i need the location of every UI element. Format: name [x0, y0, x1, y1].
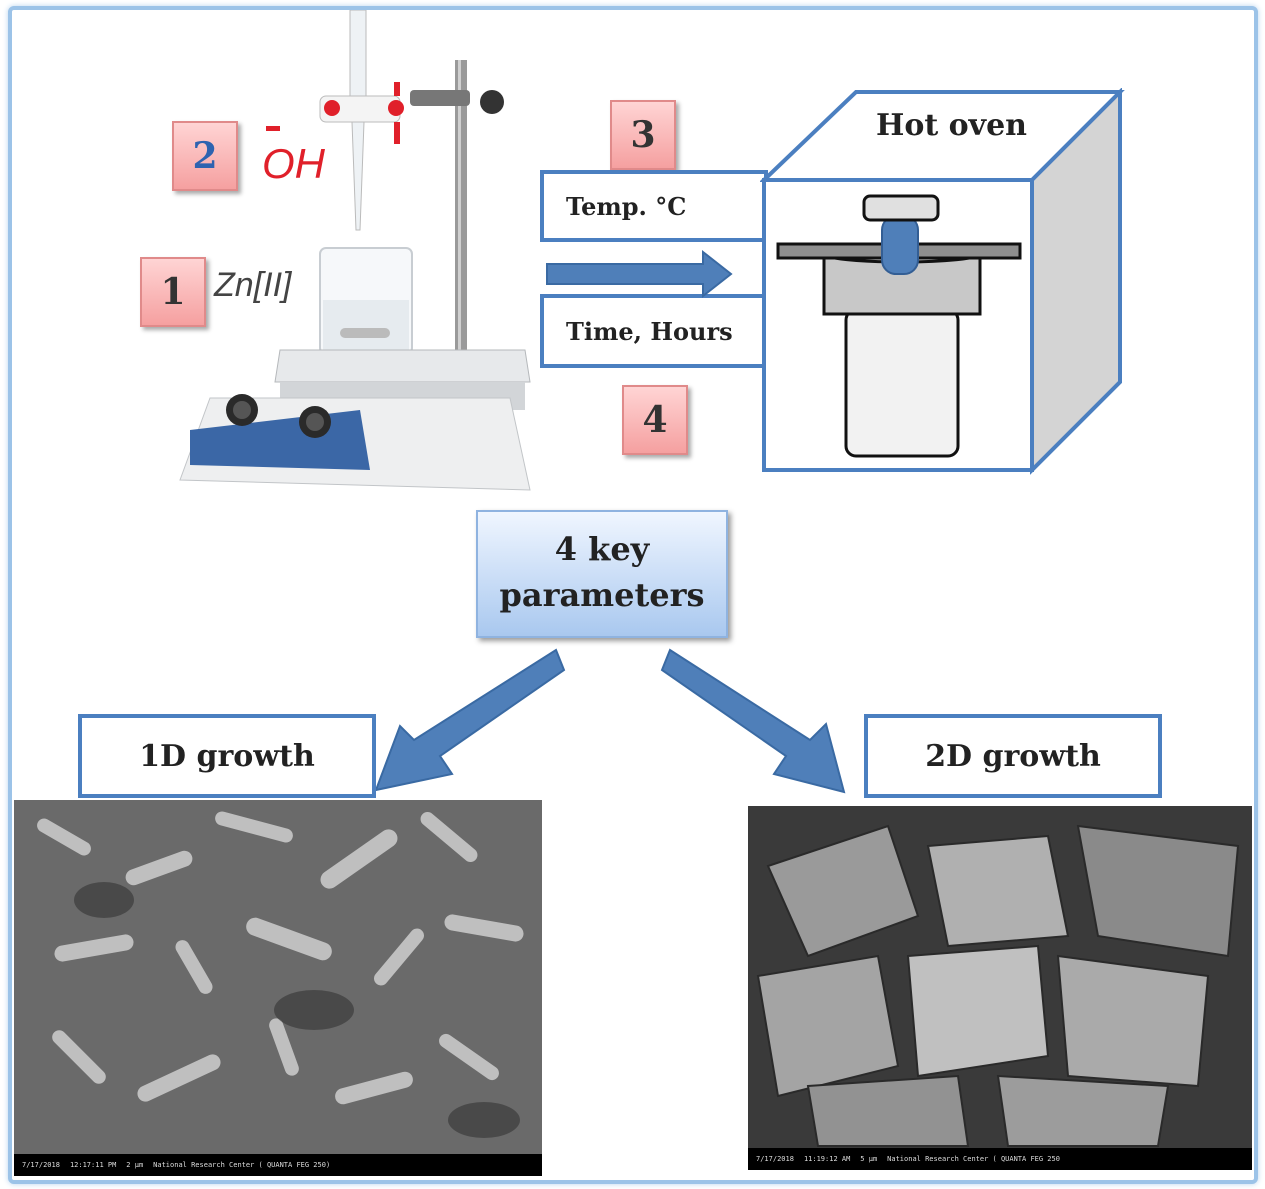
hydroxide-charge-bar: [266, 126, 280, 131]
sem-2d-footer: National Research Center ( QUANTA FEG 25…: [887, 1155, 1060, 1163]
sem-2d-time: 11:19:12 AM: [803, 1155, 851, 1163]
hot-oven: [760, 88, 1125, 475]
stirrer-apparatus: [179, 10, 531, 491]
step-4-badge: 4: [622, 385, 688, 455]
key-line-1: 4 key: [554, 530, 650, 568]
sem-image-2d: 7/17/2018 11:19:12 AM 5 µm National Rese…: [748, 806, 1252, 1170]
step-1-badge: 1: [140, 257, 206, 327]
sem-2d-scale: 5 µm: [860, 1155, 878, 1163]
sem-1d-footer: National Research Center ( QUANTA FEG 25…: [153, 1161, 331, 1169]
arrow-to-1d: [374, 648, 566, 792]
key-line-2: parameters: [499, 576, 705, 614]
time-box: Time, Hours: [540, 294, 768, 368]
sem-1d-date: 7/17/2018: [22, 1161, 60, 1169]
sem-2d-texture: [748, 806, 1252, 1148]
sem-1d-scale: 2 µm: [126, 1161, 144, 1169]
sem-1d-texture: [14, 800, 542, 1154]
step-3-badge: 3: [610, 100, 676, 170]
sem-1d-time: 12:17:11 PM: [69, 1161, 117, 1169]
sem-2d-databar: 7/17/2018 11:19:12 AM 5 µm National Rese…: [748, 1148, 1252, 1170]
arrow-to-2d: [660, 648, 846, 794]
sem-1d-databar: 7/17/2018 12:17:11 PM 2 µm National Rese…: [14, 1154, 542, 1176]
arrow-to-oven: [546, 249, 733, 298]
key-parameters-box: 4 key parameters: [476, 510, 728, 638]
growth-2d-box: 2D growth: [864, 714, 1162, 798]
growth-1d-box: 1D growth: [78, 714, 376, 798]
oven-title: Hot oven: [876, 108, 1027, 143]
hydroxide-label: OH: [262, 140, 325, 187]
sem-image-1d: 7/17/2018 12:17:11 PM 2 µm National Rese…: [14, 800, 542, 1176]
zinc-label: Zn[II]: [214, 266, 292, 304]
temperature-box: Temp. °C: [540, 170, 768, 242]
step-2-badge: 2: [172, 121, 238, 191]
sem-2d-date: 7/17/2018: [756, 1155, 794, 1163]
